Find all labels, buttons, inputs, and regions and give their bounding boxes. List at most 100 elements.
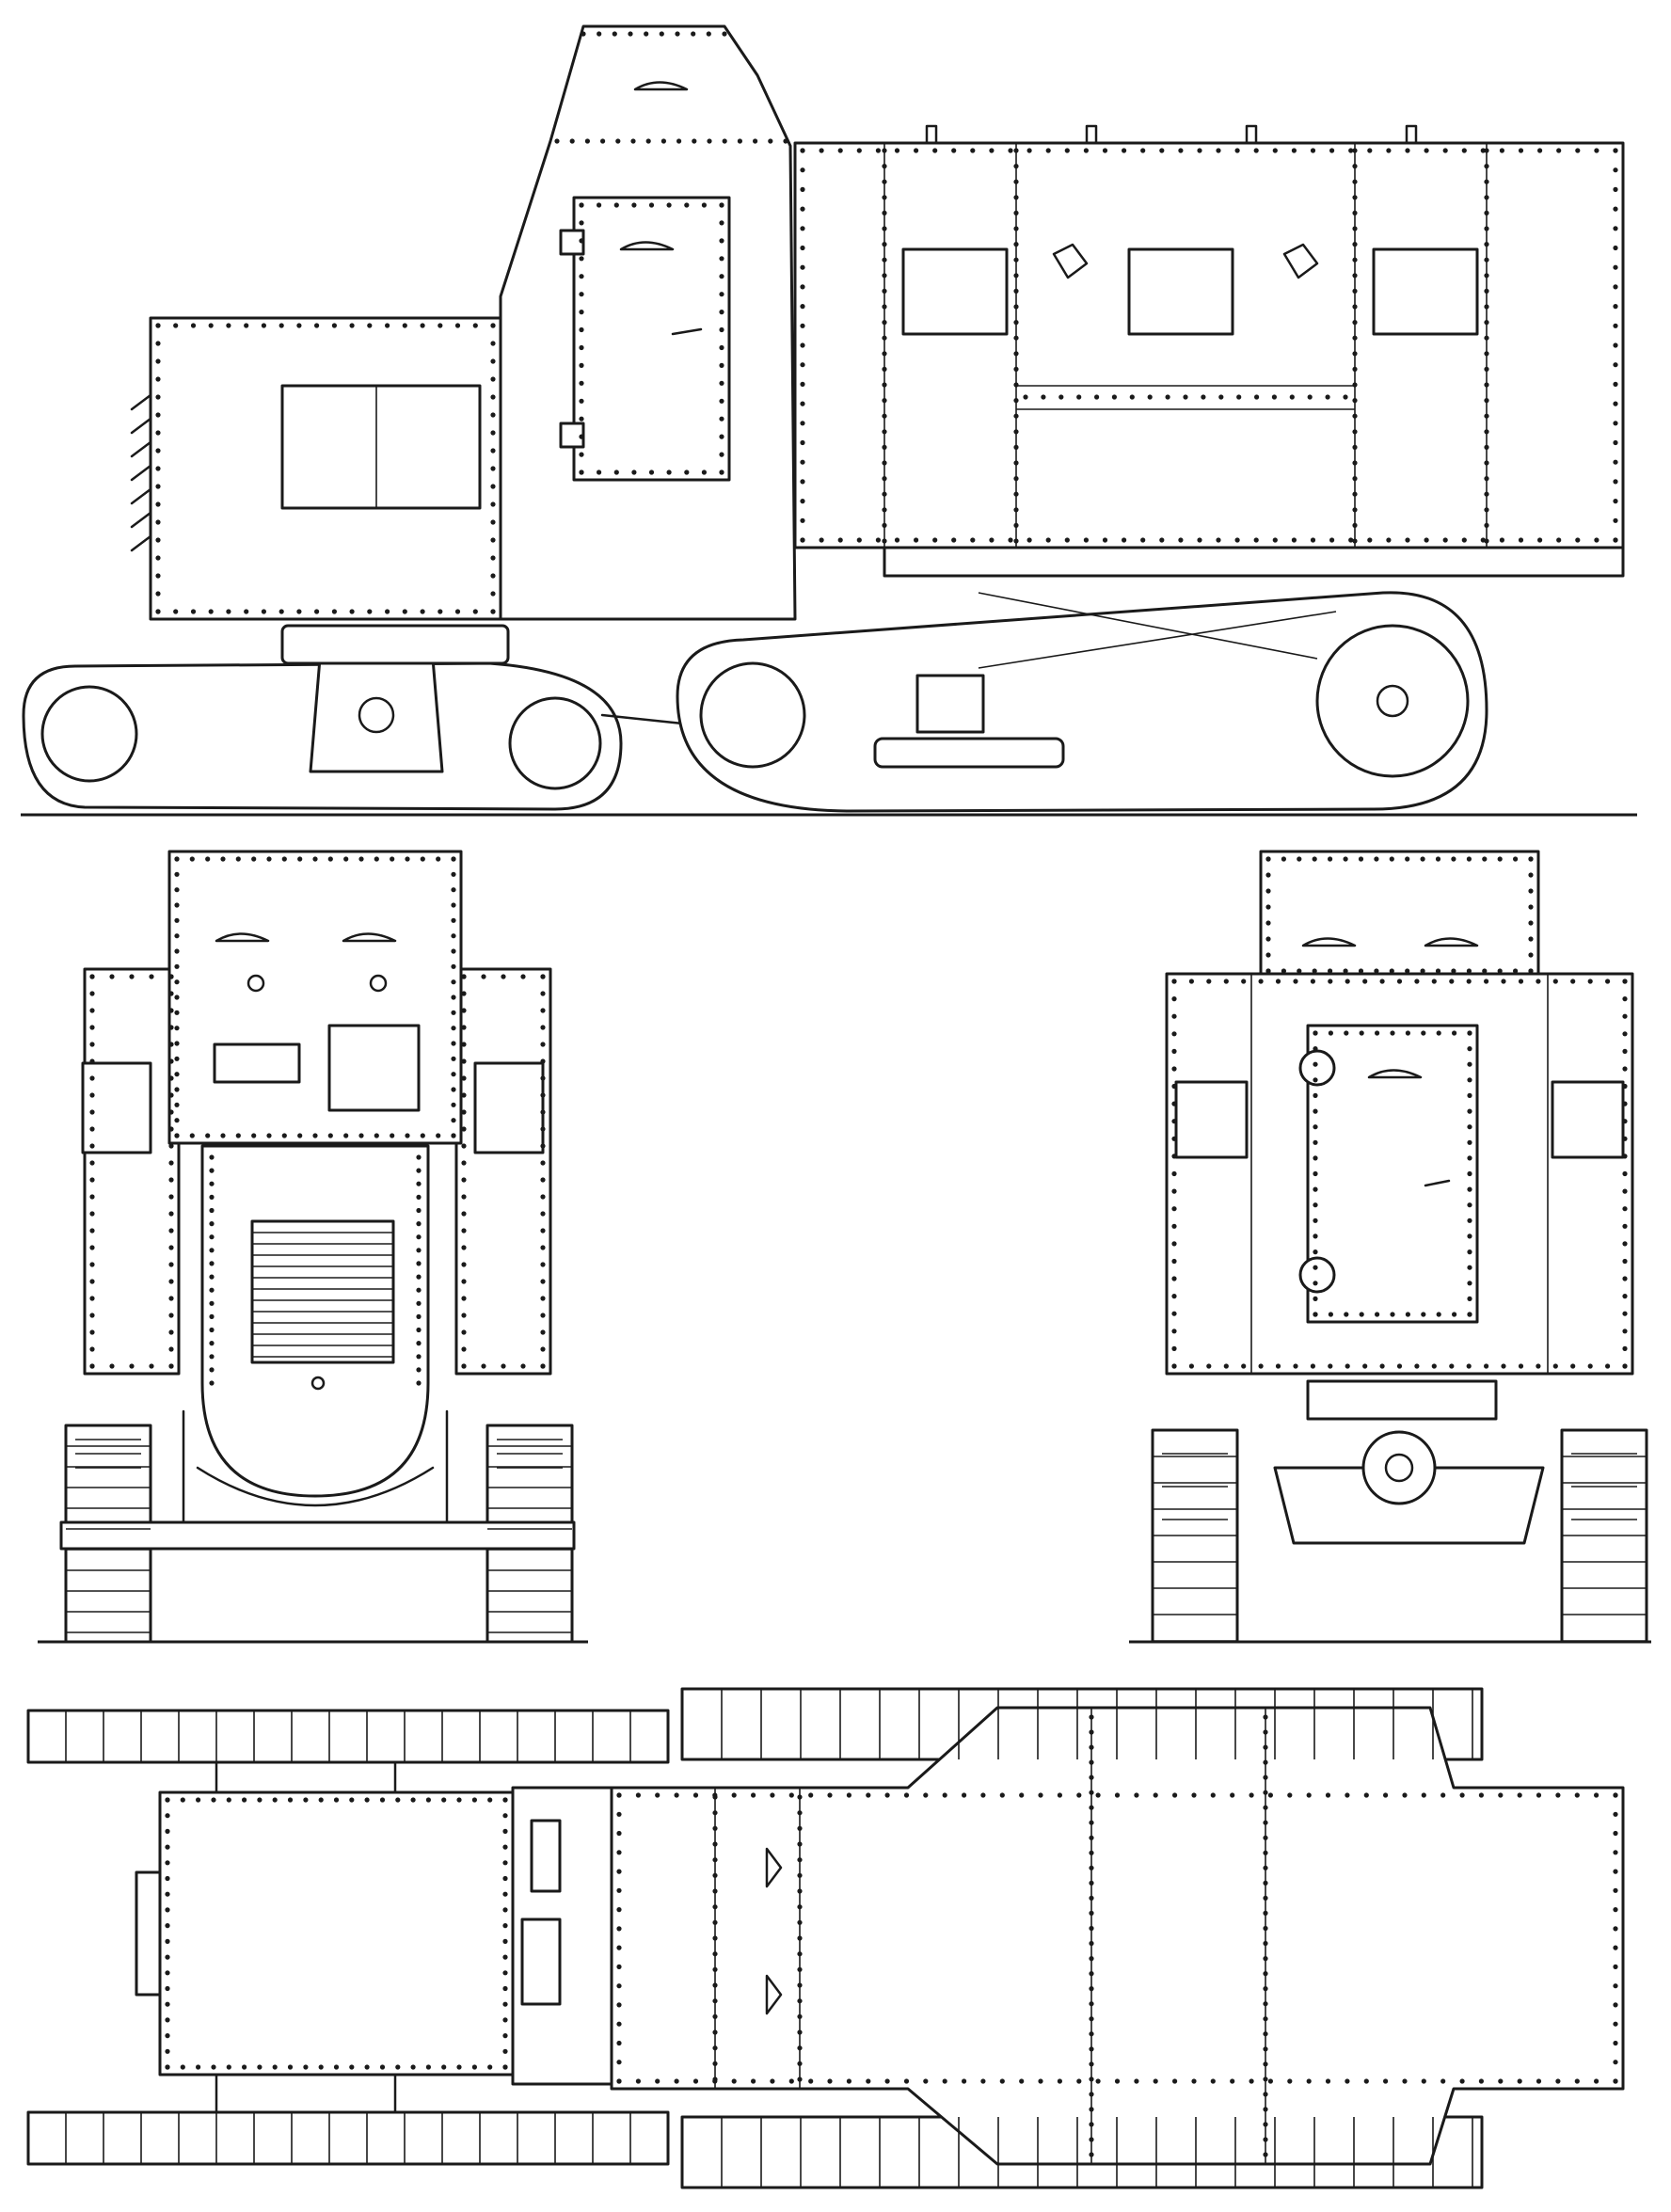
rivet — [174, 995, 180, 1000]
rivet — [1352, 179, 1358, 184]
rivet — [1613, 245, 1618, 251]
rivet — [1089, 1759, 1094, 1765]
rivet — [209, 1367, 215, 1373]
rivet — [1421, 1792, 1426, 1798]
rivet — [616, 1792, 622, 1798]
rivet — [1089, 2077, 1094, 2082]
rivet — [1482, 968, 1488, 974]
rivet — [1263, 1925, 1268, 1932]
rivet — [579, 292, 584, 297]
rivet — [1197, 148, 1202, 153]
rear-frame-crossmember — [1306, 1379, 1498, 1421]
rivet — [502, 1938, 508, 1944]
rivet — [1484, 288, 1489, 294]
rivet — [1484, 979, 1489, 984]
rivet — [165, 1860, 170, 1866]
rivet — [358, 1133, 364, 1138]
rivet — [1383, 1792, 1389, 1798]
rivet — [438, 323, 443, 328]
rivet — [1587, 1363, 1593, 1369]
rivet — [797, 1982, 803, 1988]
rivet — [674, 1792, 679, 1798]
rivet — [471, 1797, 477, 1803]
rivet — [999, 2078, 1005, 2084]
rivet — [168, 1143, 174, 1149]
rivet — [1440, 1792, 1446, 1798]
rivet — [416, 1168, 422, 1173]
rivet — [882, 429, 887, 435]
rivet — [1272, 148, 1278, 153]
rivet — [165, 2048, 170, 2054]
rivet — [1435, 968, 1441, 974]
rivet — [579, 344, 584, 351]
rivet — [1358, 968, 1364, 974]
rear-door-vision-slot — [1367, 1069, 1423, 1079]
rivet — [800, 421, 805, 426]
rivet — [490, 341, 496, 346]
rivet — [461, 1363, 467, 1369]
rivet — [1622, 1276, 1628, 1281]
rivet — [168, 974, 174, 979]
rivet — [1613, 517, 1618, 523]
vision-slot — [633, 81, 689, 91]
rivet — [1466, 1363, 1472, 1369]
rivet — [1013, 444, 1019, 450]
rivet — [1386, 148, 1392, 153]
rivet — [635, 1792, 642, 1798]
rivet — [540, 1177, 546, 1183]
rivet — [502, 1875, 508, 1882]
rivet — [540, 1126, 546, 1132]
rivet — [490, 537, 496, 543]
rivet — [165, 1813, 170, 1819]
rivet — [1267, 1792, 1273, 1798]
rivet — [701, 469, 708, 475]
rivet — [882, 398, 887, 404]
rivet — [882, 242, 887, 247]
rivet — [1263, 2046, 1268, 2052]
rivet — [1478, 2078, 1484, 2084]
rivet — [502, 1954, 508, 1960]
rivet — [242, 2064, 247, 2070]
rivet — [1191, 1792, 1197, 1798]
rivet — [1484, 413, 1489, 419]
rivet — [1013, 522, 1019, 529]
rivet — [1459, 2078, 1465, 2084]
rivet — [1352, 320, 1358, 326]
rivet — [1613, 1907, 1618, 1913]
rivet — [502, 2017, 508, 2023]
rivet — [942, 2078, 947, 2084]
rivet — [797, 2029, 803, 2035]
rivet — [1013, 257, 1019, 263]
rivet — [1013, 226, 1019, 231]
rivet — [1329, 537, 1335, 543]
rivet — [1013, 382, 1019, 388]
rivet — [155, 555, 161, 561]
rivet — [846, 1792, 852, 1798]
rivet — [1129, 394, 1135, 400]
rivet — [1466, 968, 1472, 974]
rivet — [1613, 342, 1618, 348]
rivet — [1552, 1363, 1558, 1369]
rivet — [1013, 304, 1019, 310]
rivet — [165, 1954, 170, 1960]
rivet — [1467, 1108, 1472, 1114]
rivet — [666, 469, 672, 475]
rivet — [706, 31, 711, 37]
rivet — [554, 138, 560, 144]
rivet — [797, 1904, 803, 1910]
rivet — [692, 2078, 699, 2084]
rivet — [502, 1907, 508, 1913]
plan-rear-track-top — [26, 1709, 670, 1764]
rivet — [768, 138, 773, 144]
rivet — [461, 1058, 467, 1064]
rivet — [1518, 537, 1524, 543]
rivet — [155, 376, 161, 382]
rivet — [1263, 1744, 1268, 1750]
rivet — [1499, 148, 1504, 153]
rivet — [190, 609, 197, 614]
rivet — [1613, 167, 1618, 173]
rivet — [168, 991, 174, 996]
rivet — [540, 1109, 546, 1115]
rivet — [882, 476, 887, 482]
